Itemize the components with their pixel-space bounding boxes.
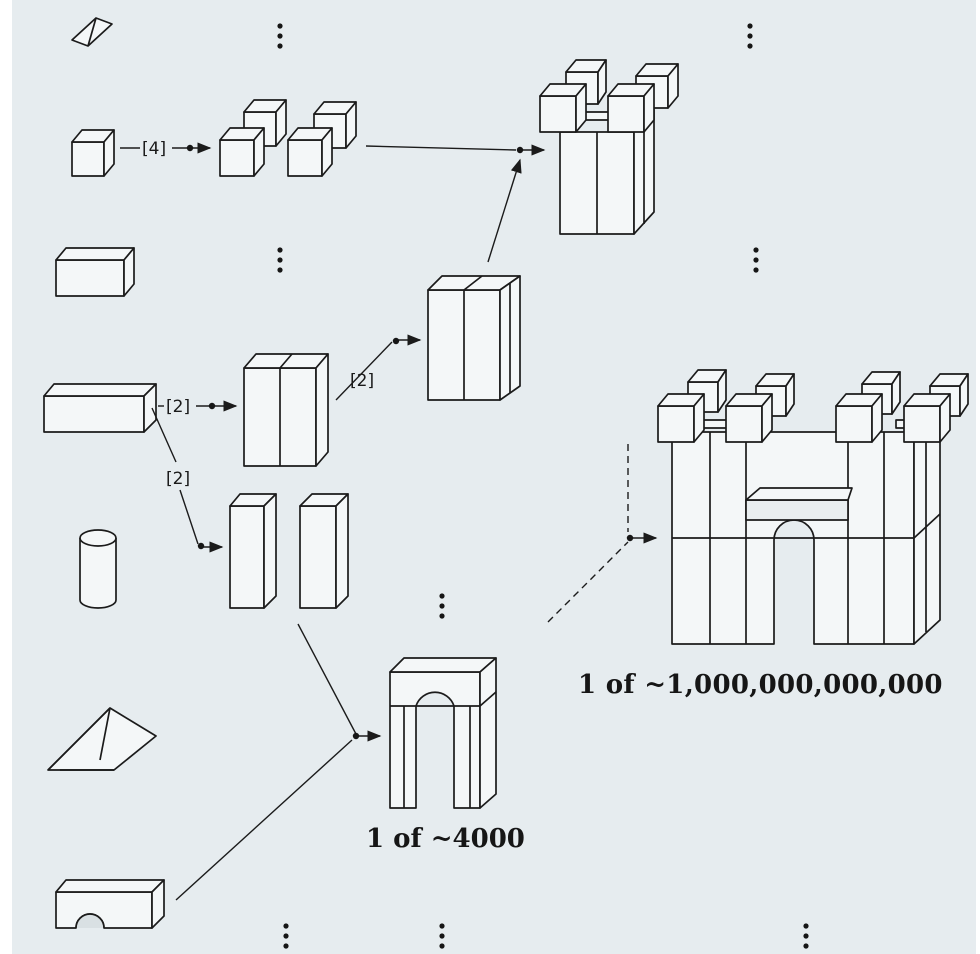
connection-arrows [120, 145, 656, 900]
four-cubes-group [220, 100, 356, 176]
caption-small-castle: 1 of ~4000 [366, 824, 525, 854]
separate-pillars [230, 494, 348, 608]
primitive-small-wedge [72, 18, 112, 46]
primitive-cube [72, 130, 114, 176]
label-pair-to-tower: [2] [350, 371, 374, 391]
primitive-cylinder [80, 530, 116, 608]
primitive-flat-box [56, 248, 134, 296]
primitive-arch-block [56, 880, 164, 928]
primitive-long-beam [44, 384, 156, 432]
small-castle-gate [390, 658, 496, 808]
stacked-tower-block [428, 276, 520, 400]
label-beam-to-pair: [2] [166, 397, 190, 417]
pillar-pair-block [244, 354, 328, 466]
large-castle [658, 370, 968, 644]
turret-tower [540, 60, 678, 234]
label-cube-multiplier: [4] [142, 139, 166, 159]
label-beam-to-pillars: [2] [166, 469, 190, 489]
primitive-triangular-prism [48, 708, 156, 770]
caption-large-castle: 1 of ~1,000,000,000,000 [578, 670, 943, 700]
